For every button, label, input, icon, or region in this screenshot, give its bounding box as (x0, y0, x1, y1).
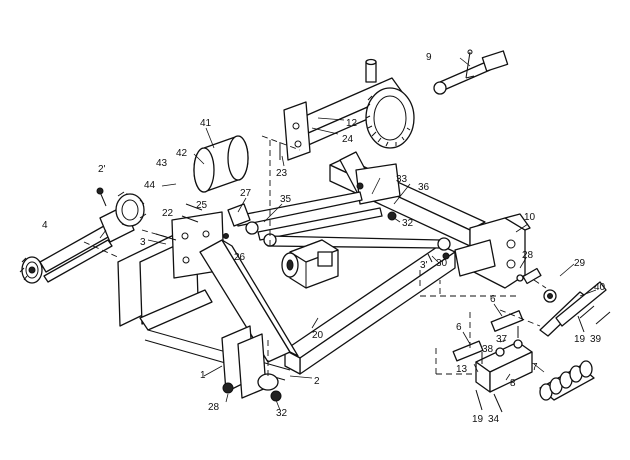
ring-gear (365, 87, 415, 149)
callout-32-lower: 32 (276, 408, 288, 419)
callout-2: 2 (314, 376, 320, 387)
callout-33: 33 (396, 174, 408, 185)
callout-6-lower: 6 (456, 322, 462, 333)
callout-41: 41 (200, 118, 212, 129)
upright-post (339, 151, 401, 205)
callout-6-upper: 6 (490, 294, 496, 305)
bolts (96, 142, 585, 413)
right-hitch-pieces (522, 267, 611, 337)
callout-44: 44 (144, 180, 156, 191)
callout-19-lower: 19 (472, 414, 484, 425)
callout-35: 35 (280, 194, 292, 205)
callout-10: 10 (524, 212, 536, 223)
drum-cylinder (193, 135, 249, 193)
leader-lines (99, 57, 597, 411)
callout-37: 37 (496, 334, 508, 345)
callout-29: 29 (574, 258, 586, 269)
callout-42: 42 (176, 148, 188, 159)
callout-23: 23 (276, 168, 288, 179)
callout-39: 39 (590, 334, 602, 345)
callout-7: 7 (532, 362, 538, 373)
callout-24: 24 (342, 134, 354, 145)
lower-cross-bar (139, 289, 291, 381)
callout-25: 25 (196, 200, 208, 211)
callout-22: 22 (162, 208, 174, 219)
clamp-assembly (452, 310, 533, 393)
callout-28-right: 28 (522, 250, 534, 261)
callout-20: 20 (312, 330, 324, 341)
callout-8: 8 (510, 378, 516, 389)
roller-assembly (539, 360, 595, 401)
callout-34: 34 (488, 414, 500, 425)
callout-19-right: 19 (574, 334, 586, 345)
callout-38: 38 (482, 344, 494, 355)
end-bracket (454, 213, 531, 289)
callout-40: 40 (594, 282, 606, 293)
callout-3: 3 (140, 237, 146, 248)
callout-3-prime: 3' (420, 260, 428, 271)
callout-12: 12 (346, 118, 358, 129)
callout-13: 13 (456, 364, 468, 375)
callout-30: 30 (436, 258, 448, 269)
callout-43: 43 (156, 158, 168, 169)
center-gearbox (281, 239, 339, 289)
lower-bracket (221, 325, 282, 402)
callout-27: 27 (240, 188, 252, 199)
top-bracket-plate (283, 101, 311, 161)
callout-4: 4 (42, 220, 48, 231)
driveshaft (19, 191, 147, 284)
diagonal-leg (199, 239, 299, 363)
callout-2-prime: 2' (98, 164, 106, 175)
callout-36: 36 (418, 182, 430, 193)
callout-28-lower: 28 (208, 402, 220, 413)
callout-labels: 1 2 2' 3 3' 4 6 6 7 8 9 10 12 13 19 19 2… (42, 52, 606, 425)
callout-9: 9 (426, 52, 432, 63)
callout-32-upper: 32 (402, 218, 414, 229)
top-link-arm (433, 49, 509, 95)
main-frame-beam (284, 244, 456, 375)
callout-26: 26 (234, 252, 246, 263)
callout-1: 1 (200, 370, 206, 381)
